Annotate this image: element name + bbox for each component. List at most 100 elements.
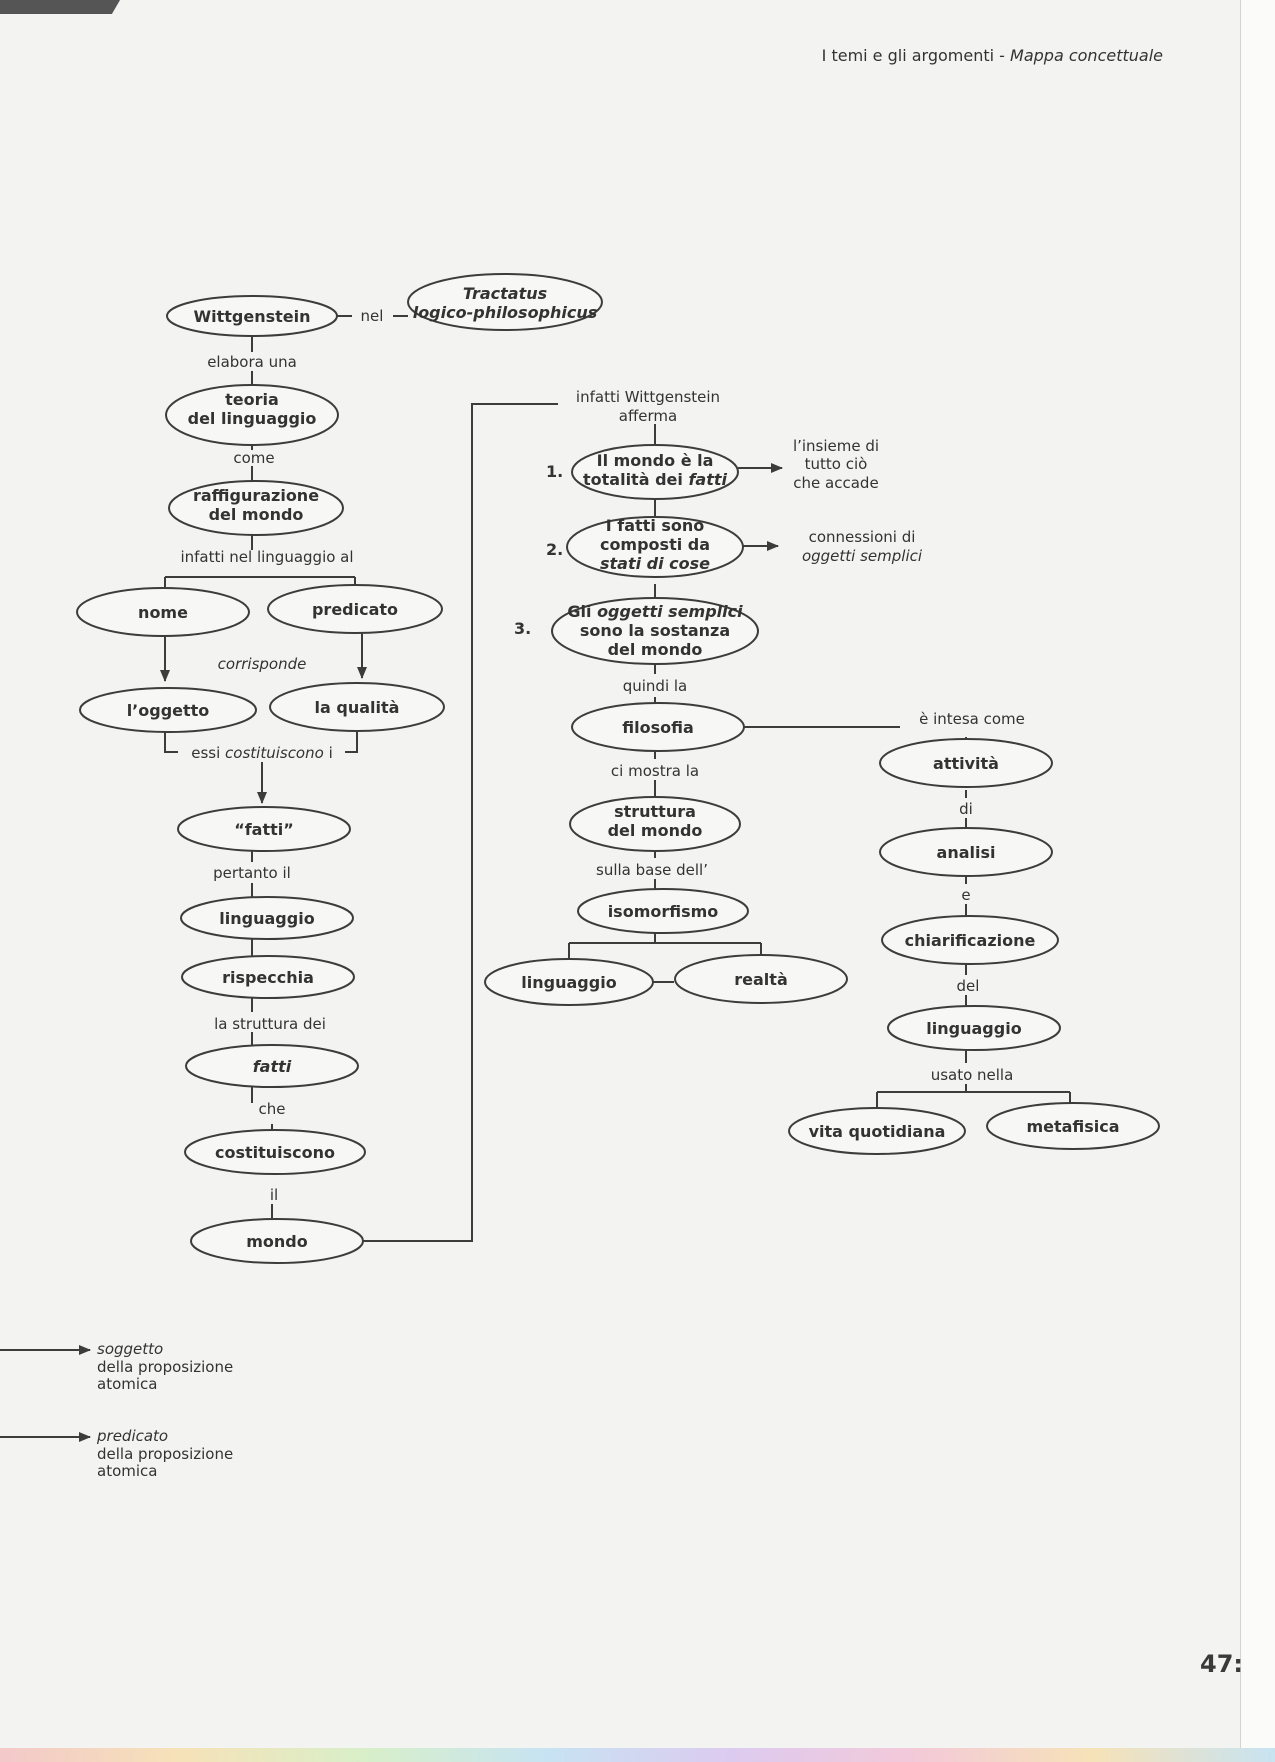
node-mondo-totalita-line1: Il mondo è la [597, 451, 714, 470]
label-e: e [961, 886, 970, 904]
node-predicato-label: predicato [312, 600, 398, 619]
label-num-3: 3. [514, 619, 531, 638]
node-wittgenstein-label: Wittgenstein [193, 307, 310, 326]
node-linguaggio-right: linguaggio [887, 1005, 1061, 1051]
node-linguaggio-mid-label: linguaggio [521, 973, 616, 992]
label-del: del [957, 977, 980, 995]
node-fatti-composti-line3: stati di cose [600, 554, 710, 573]
node-wittgenstein: Wittgenstein [166, 295, 338, 337]
node-attivita-label: attività [933, 754, 999, 773]
node-mondo-totalita: Il mondo è la totalità dei fatti [571, 444, 739, 500]
node-realta-label: realtà [734, 970, 787, 989]
node-tractatus: Tractatus logico-philosophicus [407, 273, 603, 331]
node-qualita: la qualità [269, 682, 445, 732]
node-vita-quotidiana: vita quotidiana [788, 1107, 966, 1155]
label-essi-post: i [324, 744, 333, 762]
node-metafisica: metafisica [986, 1102, 1160, 1150]
node-oggetti-semplici: Gli oggetti semplici sono la sostanza de… [551, 597, 759, 665]
label-essi-costituiscono: essi costituiscono i [191, 744, 333, 762]
label-infatti-wittgenstein-line1: infatti Wittgenstein [576, 388, 720, 406]
node-costituiscono-label: costituiscono [215, 1143, 335, 1162]
label-insieme-line2: tutto ciò [805, 455, 868, 473]
page-number: 47: [1200, 1650, 1243, 1678]
label-che: che [259, 1100, 286, 1118]
node-metafisica-label: metafisica [1026, 1117, 1119, 1136]
node-costituiscono: costituiscono [184, 1129, 366, 1175]
label-insieme-line1: l’insieme di [793, 437, 879, 455]
label-sulla-base: sulla base dell’ [596, 861, 708, 879]
page-edge [1240, 0, 1275, 1762]
header-italic: Mappa concettuale [1010, 46, 1163, 65]
node-tractatus-line2: logico-philosophicus [413, 303, 598, 322]
node-fatti-composti-line1: I fatti sono [606, 516, 705, 535]
label-corrisponde: corrisponde [218, 655, 307, 673]
node-oggetto: l’oggetto [79, 687, 257, 733]
legend-soggetto-line1: della proposizione [97, 1358, 233, 1376]
label-la-struttura-dei: la struttura dei [214, 1015, 326, 1033]
label-quindi-la: quindi la [623, 677, 688, 695]
node-tractatus-line1: Tractatus [463, 284, 547, 303]
node-qualita-label: la qualità [315, 698, 400, 717]
label-il: il [270, 1186, 278, 1204]
label-nel: nel [361, 307, 384, 325]
node-raffigurazione-line2: del mondo [209, 505, 304, 524]
node-struttura-line1: struttura [614, 802, 696, 821]
node-analisi-label: analisi [937, 843, 996, 862]
node-nome: nome [76, 587, 250, 637]
scan-color-strip [0, 1748, 1275, 1762]
label-ci-mostra-la: ci mostra la [611, 762, 699, 780]
node-fatti-quoted-label: “fatti” [234, 820, 294, 839]
node-isomorfismo-label: isomorfismo [608, 902, 719, 921]
node-linguaggio-right-label: linguaggio [926, 1019, 1021, 1038]
node-mondo-totalita-line2a: totalità dei [583, 470, 688, 489]
node-vita-quotidiana-label: vita quotidiana [809, 1122, 946, 1141]
header-text: I temi e gli argomenti - [821, 46, 1011, 65]
label-usato-nella: usato nella [931, 1066, 1014, 1084]
legend-soggetto-title: soggetto [97, 1340, 163, 1358]
label-intesa-come: è intesa come [919, 710, 1025, 728]
node-predicato: predicato [267, 584, 443, 634]
legend-predicato-title: predicato [96, 1427, 168, 1445]
node-rispecchia: rispecchia [181, 955, 355, 999]
label-di: di [959, 800, 973, 818]
legend-predicato: predicato della proposizione atomica [0, 1427, 233, 1480]
label-insieme-line3: che accade [793, 474, 878, 492]
label-connessioni-line2: oggetti semplici [802, 547, 923, 565]
node-rispecchia-label: rispecchia [222, 968, 314, 987]
node-chiarificazione: chiarificazione [881, 915, 1059, 965]
node-chiarificazione-label: chiarificazione [905, 931, 1036, 950]
node-realta: realtà [674, 954, 848, 1004]
node-fatti-quoted: “fatti” [177, 806, 351, 852]
legend-predicato-line2: atomica [97, 1462, 157, 1480]
legend-predicato-line1: della proposizione [97, 1445, 233, 1463]
node-attivita: attività [879, 738, 1053, 788]
node-mondo-label: mondo [246, 1232, 308, 1251]
node-mondo-totalita-line2b: fatti [688, 470, 727, 489]
node-teoria-line1: teoria [225, 390, 279, 409]
node-analisi: analisi [879, 827, 1053, 877]
node-fatti-composti: I fatti sono composti da stati di cose [566, 516, 744, 578]
label-elabora-una: elabora una [207, 353, 297, 371]
label-pertanto-il: pertanto il [213, 864, 291, 882]
node-isomorfismo: isomorfismo [577, 888, 749, 934]
label-come: come [233, 449, 274, 467]
node-fatti: fatti [185, 1044, 359, 1088]
node-oggetti-semplici-line3: del mondo [608, 640, 703, 659]
node-oggetti-semplici-line1b: oggetti semplici [597, 602, 743, 621]
node-linguaggio-left-label: linguaggio [219, 909, 314, 928]
node-fatti-composti-line2: composti da [600, 535, 710, 554]
page-header: I temi e gli argomenti - Mappa concettua… [822, 46, 1163, 65]
node-teoria: teoria del linguaggio [165, 384, 339, 446]
node-oggetto-label: l’oggetto [127, 701, 210, 720]
legend-soggetto-line2: atomica [97, 1375, 157, 1393]
node-struttura: struttura del mondo [569, 796, 741, 852]
node-filosofia-label: filosofia [622, 718, 694, 737]
label-infatti-wittgenstein-line2: afferma [619, 407, 677, 425]
node-oggetti-semplici-line1: Gli oggetti semplici [567, 602, 743, 621]
node-linguaggio-left: linguaggio [180, 896, 354, 940]
node-raffigurazione: raffigurazione del mondo [168, 480, 344, 536]
label-infatti-nel-linguaggio: infatti nel linguaggio al [180, 548, 353, 566]
label-num-2: 2. [546, 540, 563, 559]
node-oggetti-semplici-line2: sono la sostanza [580, 621, 730, 640]
